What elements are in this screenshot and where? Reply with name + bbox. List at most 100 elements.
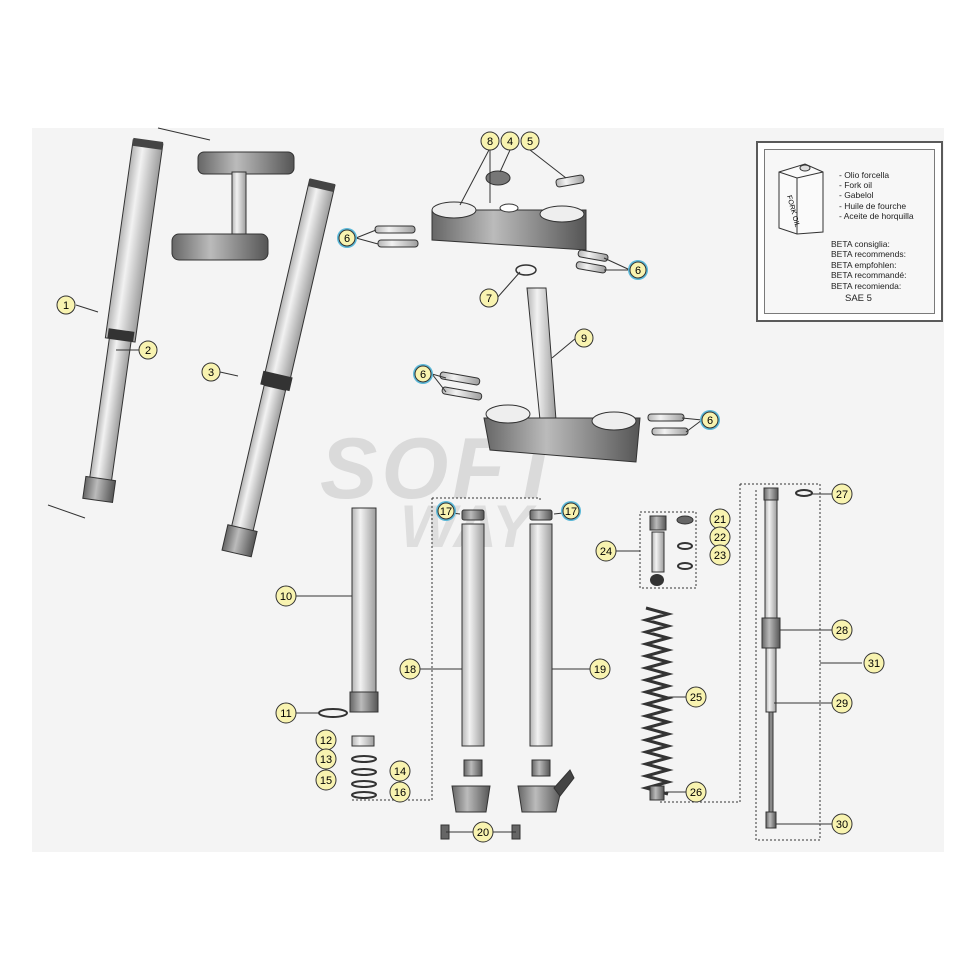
svg-text:16: 16 bbox=[394, 787, 406, 799]
callout-11: 11 bbox=[275, 702, 297, 724]
recommend-de: BETA empfohlen: bbox=[831, 259, 897, 270]
callout-27: 27 bbox=[831, 483, 853, 505]
fork-oil-info-box: FORK OIL - Olio forcella - Fork oil - Ga… bbox=[756, 141, 943, 322]
recommend-en: BETA recommends: bbox=[831, 249, 906, 260]
svg-text:10: 10 bbox=[280, 591, 292, 603]
callout-25: 25 bbox=[685, 686, 707, 708]
callout-10: 10 bbox=[275, 585, 297, 607]
svg-text:26: 26 bbox=[690, 787, 702, 799]
callout-24: 24 bbox=[595, 540, 617, 562]
recommendation-list: BETA consiglia: BETA recommends: BETA em… bbox=[831, 239, 906, 291]
spring-assembly bbox=[640, 515, 694, 801]
callout-2: 2 bbox=[138, 340, 158, 360]
callout-4: 4 bbox=[500, 131, 520, 151]
damper-cartridge bbox=[761, 487, 813, 829]
callout-1: 1 bbox=[56, 295, 76, 315]
callout-21: 21 bbox=[709, 508, 731, 530]
callout-8: 8 bbox=[480, 131, 500, 151]
callout-6d: 6 bbox=[700, 410, 720, 430]
svg-text:20: 20 bbox=[477, 827, 489, 839]
callout-15: 15 bbox=[315, 769, 337, 791]
svg-text:17: 17 bbox=[440, 506, 452, 518]
svg-text:27: 27 bbox=[836, 489, 848, 501]
callout-26: 26 bbox=[685, 781, 707, 803]
svg-text:6: 6 bbox=[707, 415, 713, 427]
clamp-bolts-upper bbox=[374, 225, 609, 274]
svg-text:31: 31 bbox=[868, 658, 880, 670]
callout-6c: 6 bbox=[413, 364, 433, 384]
svg-text:8: 8 bbox=[487, 136, 493, 148]
svg-text:4: 4 bbox=[507, 136, 513, 148]
callout-30: 30 bbox=[831, 813, 853, 835]
svg-text:24: 24 bbox=[600, 546, 612, 558]
svg-text:13: 13 bbox=[320, 754, 332, 766]
svg-text:30: 30 bbox=[836, 819, 848, 831]
svg-text:25: 25 bbox=[690, 692, 702, 704]
oil-grade: SAE 5 bbox=[845, 293, 872, 304]
outer-fork-leg-left bbox=[440, 509, 491, 840]
callout-18: 18 bbox=[399, 658, 421, 680]
callout-12: 12 bbox=[315, 729, 337, 751]
callout-17b: 17 bbox=[561, 501, 581, 521]
lower-triple-clamp bbox=[483, 287, 641, 463]
callout-6b: 6 bbox=[628, 260, 648, 280]
svg-text:5: 5 bbox=[527, 136, 533, 148]
oil-name-en: - Fork oil bbox=[839, 180, 873, 191]
callout-16: 16 bbox=[389, 781, 411, 803]
svg-text:21: 21 bbox=[714, 514, 726, 526]
svg-text:29: 29 bbox=[836, 698, 848, 710]
svg-text:3: 3 bbox=[208, 367, 214, 379]
svg-text:17: 17 bbox=[565, 506, 577, 518]
oil-can-icon: FORK OIL bbox=[778, 163, 824, 235]
svg-text:19: 19 bbox=[594, 664, 606, 676]
svg-text:9: 9 bbox=[581, 333, 587, 345]
svg-text:23: 23 bbox=[714, 550, 726, 562]
svg-text:1: 1 bbox=[63, 300, 69, 312]
inner-fork-tube bbox=[318, 507, 379, 799]
oil-name-list: - Olio forcella - Fork oil - Gabelol - H… bbox=[839, 170, 914, 221]
svg-text:7: 7 bbox=[486, 293, 492, 305]
recommend-fr: BETA recommandé: bbox=[831, 270, 907, 281]
recommend-it: BETA consiglia: bbox=[831, 239, 890, 249]
callout-19: 19 bbox=[589, 658, 611, 680]
recommend-es: BETA recomienda: bbox=[831, 280, 902, 291]
svg-text:11: 11 bbox=[280, 708, 291, 720]
outer-fork-leg-right bbox=[511, 509, 575, 840]
callout-23: 23 bbox=[709, 544, 731, 566]
svg-text:28: 28 bbox=[836, 625, 848, 637]
oil-name-es: - Aceite de horquilla bbox=[839, 210, 914, 221]
callout-5: 5 bbox=[520, 131, 540, 151]
clamp-bolts-lower bbox=[439, 371, 689, 436]
callout-13: 13 bbox=[315, 748, 337, 770]
callout-3: 3 bbox=[201, 362, 221, 382]
leader-lines bbox=[75, 147, 862, 833]
svg-text:6: 6 bbox=[344, 233, 350, 245]
svg-text:14: 14 bbox=[394, 766, 406, 778]
callout-22: 22 bbox=[709, 526, 731, 548]
upper-triple-clamp bbox=[431, 170, 587, 276]
callout-29: 29 bbox=[831, 692, 853, 714]
callout-17a: 17 bbox=[436, 501, 456, 521]
fork-oil-info-panel: FORK OIL - Olio forcella - Fork oil - Ga… bbox=[764, 149, 935, 314]
callout-9: 9 bbox=[574, 328, 594, 348]
svg-text:12: 12 bbox=[320, 735, 332, 747]
svg-text:6: 6 bbox=[635, 265, 641, 277]
callout-20: 20 bbox=[472, 821, 494, 843]
callout-14: 14 bbox=[389, 760, 411, 782]
oil-name-it: - Olio forcella bbox=[839, 170, 890, 180]
oil-name-de: - Gabelol bbox=[839, 190, 874, 201]
triple-clamp-assembly-small bbox=[171, 151, 295, 261]
callout-28: 28 bbox=[831, 619, 853, 641]
oil-name-fr: - Huile de fourche bbox=[839, 200, 907, 211]
callout-31: 31 bbox=[863, 652, 885, 674]
svg-text:6: 6 bbox=[420, 369, 426, 381]
svg-text:2: 2 bbox=[145, 345, 151, 357]
fork-leg-right bbox=[221, 178, 336, 558]
svg-text:15: 15 bbox=[320, 775, 332, 787]
fork-leg-left bbox=[82, 137, 164, 504]
svg-text:18: 18 bbox=[404, 664, 416, 676]
grouping-lines bbox=[352, 483, 821, 841]
callout-7: 7 bbox=[479, 288, 499, 308]
callouts: 1 2 3 4 5 6 6 6 6 7 8 9 10 11 12 13 14 1… bbox=[56, 131, 885, 843]
